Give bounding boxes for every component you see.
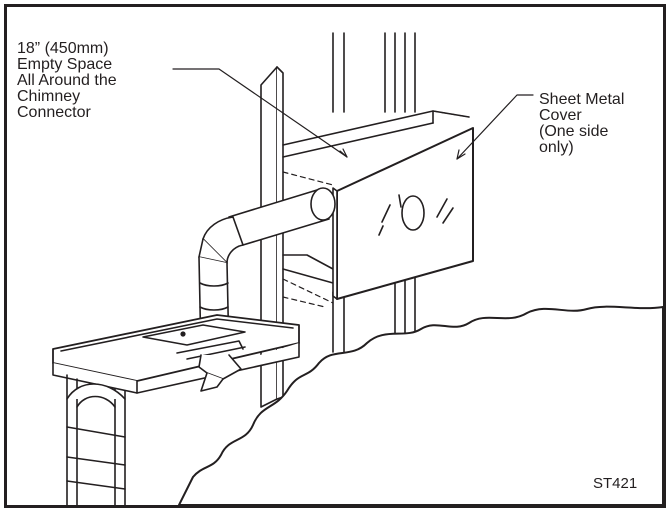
empty-space-label-line-1: 18” (450mm) — [17, 40, 109, 57]
sheet-metal-cover — [332, 127, 474, 300]
hidden-outline — [282, 110, 470, 308]
installation-illustration — [52, 32, 663, 505]
cover-label-line-2: Cover — [539, 107, 582, 124]
cover-label-line-3: (One side — [539, 123, 609, 140]
wall-cutaway — [178, 305, 663, 505]
cover-label-line-1: Sheet Metal — [539, 91, 625, 108]
empty-space-label-line-5: Connector — [17, 104, 91, 121]
empty-space-label-line-2: Empty Space — [17, 56, 113, 73]
diagram-frame: 18” (450mm) Empty Space All Around the C… — [4, 4, 666, 508]
empty-space-label-line-4: Chimney — [17, 88, 81, 105]
empty-space-label-line-3: All Around the — [17, 72, 117, 89]
cover-label-line-4: only) — [539, 139, 574, 156]
drawing-code: ST421 — [593, 475, 638, 492]
wood-stove — [52, 314, 300, 505]
sheet-metal-cover-label: Sheet Metal Cover (One side only) — [539, 92, 624, 156]
leader-lines — [172, 68, 534, 160]
empty-space-label: 18” (450mm) Empty Space All Around the C… — [17, 41, 117, 121]
